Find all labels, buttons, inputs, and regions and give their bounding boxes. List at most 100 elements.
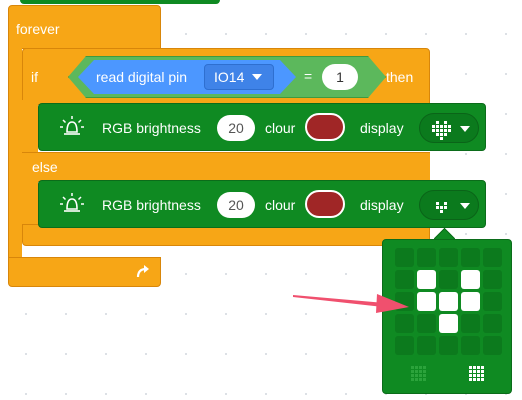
led-cell[interactable] xyxy=(483,248,502,267)
if-label: if xyxy=(31,69,38,85)
matrix-dropdown[interactable] xyxy=(419,113,479,143)
forever-block-arm xyxy=(8,44,22,264)
matrix-led-on xyxy=(448,125,451,128)
matrix-led-off xyxy=(440,202,443,205)
colour-picker[interactable] xyxy=(305,190,345,218)
matrix-led-on xyxy=(444,133,447,136)
colour-picker[interactable] xyxy=(305,113,345,141)
matrix-led-off xyxy=(436,198,439,201)
matrix-led-on xyxy=(436,121,439,124)
matrix-led-off xyxy=(432,214,435,217)
led-cell[interactable] xyxy=(417,270,436,289)
matrix-led-off xyxy=(436,137,439,140)
chevron-down-icon xyxy=(252,74,263,80)
chevron-down-icon xyxy=(460,126,470,132)
led-cell[interactable] xyxy=(483,336,502,355)
led-cell[interactable] xyxy=(395,248,414,267)
matrix-led-off xyxy=(440,121,443,124)
led-cell[interactable] xyxy=(417,248,436,267)
colour-label: clour xyxy=(265,120,296,136)
display-label: display xyxy=(360,120,404,136)
pin-dropdown[interactable]: IO14 xyxy=(204,64,274,90)
hat-block-edge xyxy=(20,0,220,4)
display-label: display xyxy=(360,197,404,213)
else-label: else xyxy=(32,159,58,175)
matrix-led-off xyxy=(444,210,447,213)
led-cell[interactable] xyxy=(483,292,502,311)
matrix-led-off xyxy=(444,198,447,201)
led-cell[interactable] xyxy=(439,248,458,267)
matrix-led-on xyxy=(432,125,435,128)
led-cell[interactable] xyxy=(439,336,458,355)
matrix-led-off xyxy=(448,206,451,209)
led-cell[interactable] xyxy=(417,314,436,333)
forever-block-bottom[interactable] xyxy=(8,257,161,287)
matrix-led-off xyxy=(440,214,443,217)
matrix-led-off xyxy=(444,214,447,217)
else-bar[interactable] xyxy=(22,152,430,182)
matrix-led-off xyxy=(448,202,451,205)
brightness-input[interactable]: 20 xyxy=(217,115,255,141)
matrix-led-on xyxy=(448,129,451,132)
matrix-led-on xyxy=(444,121,447,124)
rgb-display-block[interactable]: RGB brightness 20 clour display xyxy=(38,180,486,228)
matrix-led-off xyxy=(432,133,435,136)
matrix-led-off xyxy=(432,121,435,124)
matrix-led-off xyxy=(448,210,451,213)
led-cell[interactable] xyxy=(461,292,480,311)
led-cell[interactable] xyxy=(395,336,414,355)
led-cell[interactable] xyxy=(417,336,436,355)
rgb-brightness-label: RGB brightness xyxy=(102,197,201,213)
forever-block[interactable] xyxy=(8,5,161,49)
matrix-led-off xyxy=(432,137,435,140)
annotation-arrow-icon xyxy=(293,294,409,313)
else-block-arm xyxy=(22,180,38,230)
matrix-led-on xyxy=(436,133,439,136)
matrix-led-off xyxy=(440,198,443,201)
matrix-led-off xyxy=(448,198,451,201)
matrix-led-off xyxy=(448,214,451,217)
clear-all-grid-icon[interactable] xyxy=(411,366,426,381)
led-cell[interactable] xyxy=(461,336,480,355)
loop-arrow-icon xyxy=(136,265,149,278)
matrix-led-off xyxy=(448,133,451,136)
brightness-input[interactable]: 20 xyxy=(217,192,255,218)
led-cell[interactable] xyxy=(417,292,436,311)
matrix-led-off xyxy=(444,137,447,140)
chevron-down-icon xyxy=(460,203,470,209)
fill-all-grid-icon[interactable] xyxy=(469,366,484,381)
led-cell[interactable] xyxy=(395,314,414,333)
led-cell[interactable] xyxy=(439,292,458,311)
matrix-led-off xyxy=(448,121,451,124)
matrix-led-off xyxy=(432,202,435,205)
led-cell[interactable] xyxy=(461,314,480,333)
led-bulb-icon xyxy=(60,116,84,135)
led-cell[interactable] xyxy=(439,314,458,333)
matrix-led-off xyxy=(448,137,451,140)
led-bulb-icon xyxy=(60,193,84,212)
led-grid xyxy=(395,248,502,355)
matrix-editor-popup xyxy=(382,239,512,394)
matrix-led-on xyxy=(440,125,443,128)
matrix-led-on xyxy=(440,137,443,140)
matrix-led-on xyxy=(432,129,435,132)
read-digital-pin-label: read digital pin xyxy=(96,69,188,85)
led-cell[interactable] xyxy=(461,248,480,267)
matrix-led-on xyxy=(444,206,447,209)
pin-value: IO14 xyxy=(214,69,245,85)
matrix-led-off xyxy=(436,210,439,213)
matrix-led-on xyxy=(436,129,439,132)
rgb-display-block[interactable]: RGB brightness 20 clour display xyxy=(38,103,486,151)
led-cell[interactable] xyxy=(439,270,458,289)
matrix-led-off xyxy=(436,214,439,217)
led-cell[interactable] xyxy=(395,270,414,289)
if-block-arm xyxy=(22,100,38,160)
matrix-led-on xyxy=(440,133,443,136)
led-cell[interactable] xyxy=(483,314,502,333)
matrix-led-off xyxy=(432,210,435,213)
led-cell[interactable] xyxy=(483,270,502,289)
led-cell[interactable] xyxy=(461,270,480,289)
matrix-led-on xyxy=(444,125,447,128)
matrix-dropdown[interactable] xyxy=(419,190,479,220)
compare-value-input[interactable]: 1 xyxy=(322,64,358,90)
